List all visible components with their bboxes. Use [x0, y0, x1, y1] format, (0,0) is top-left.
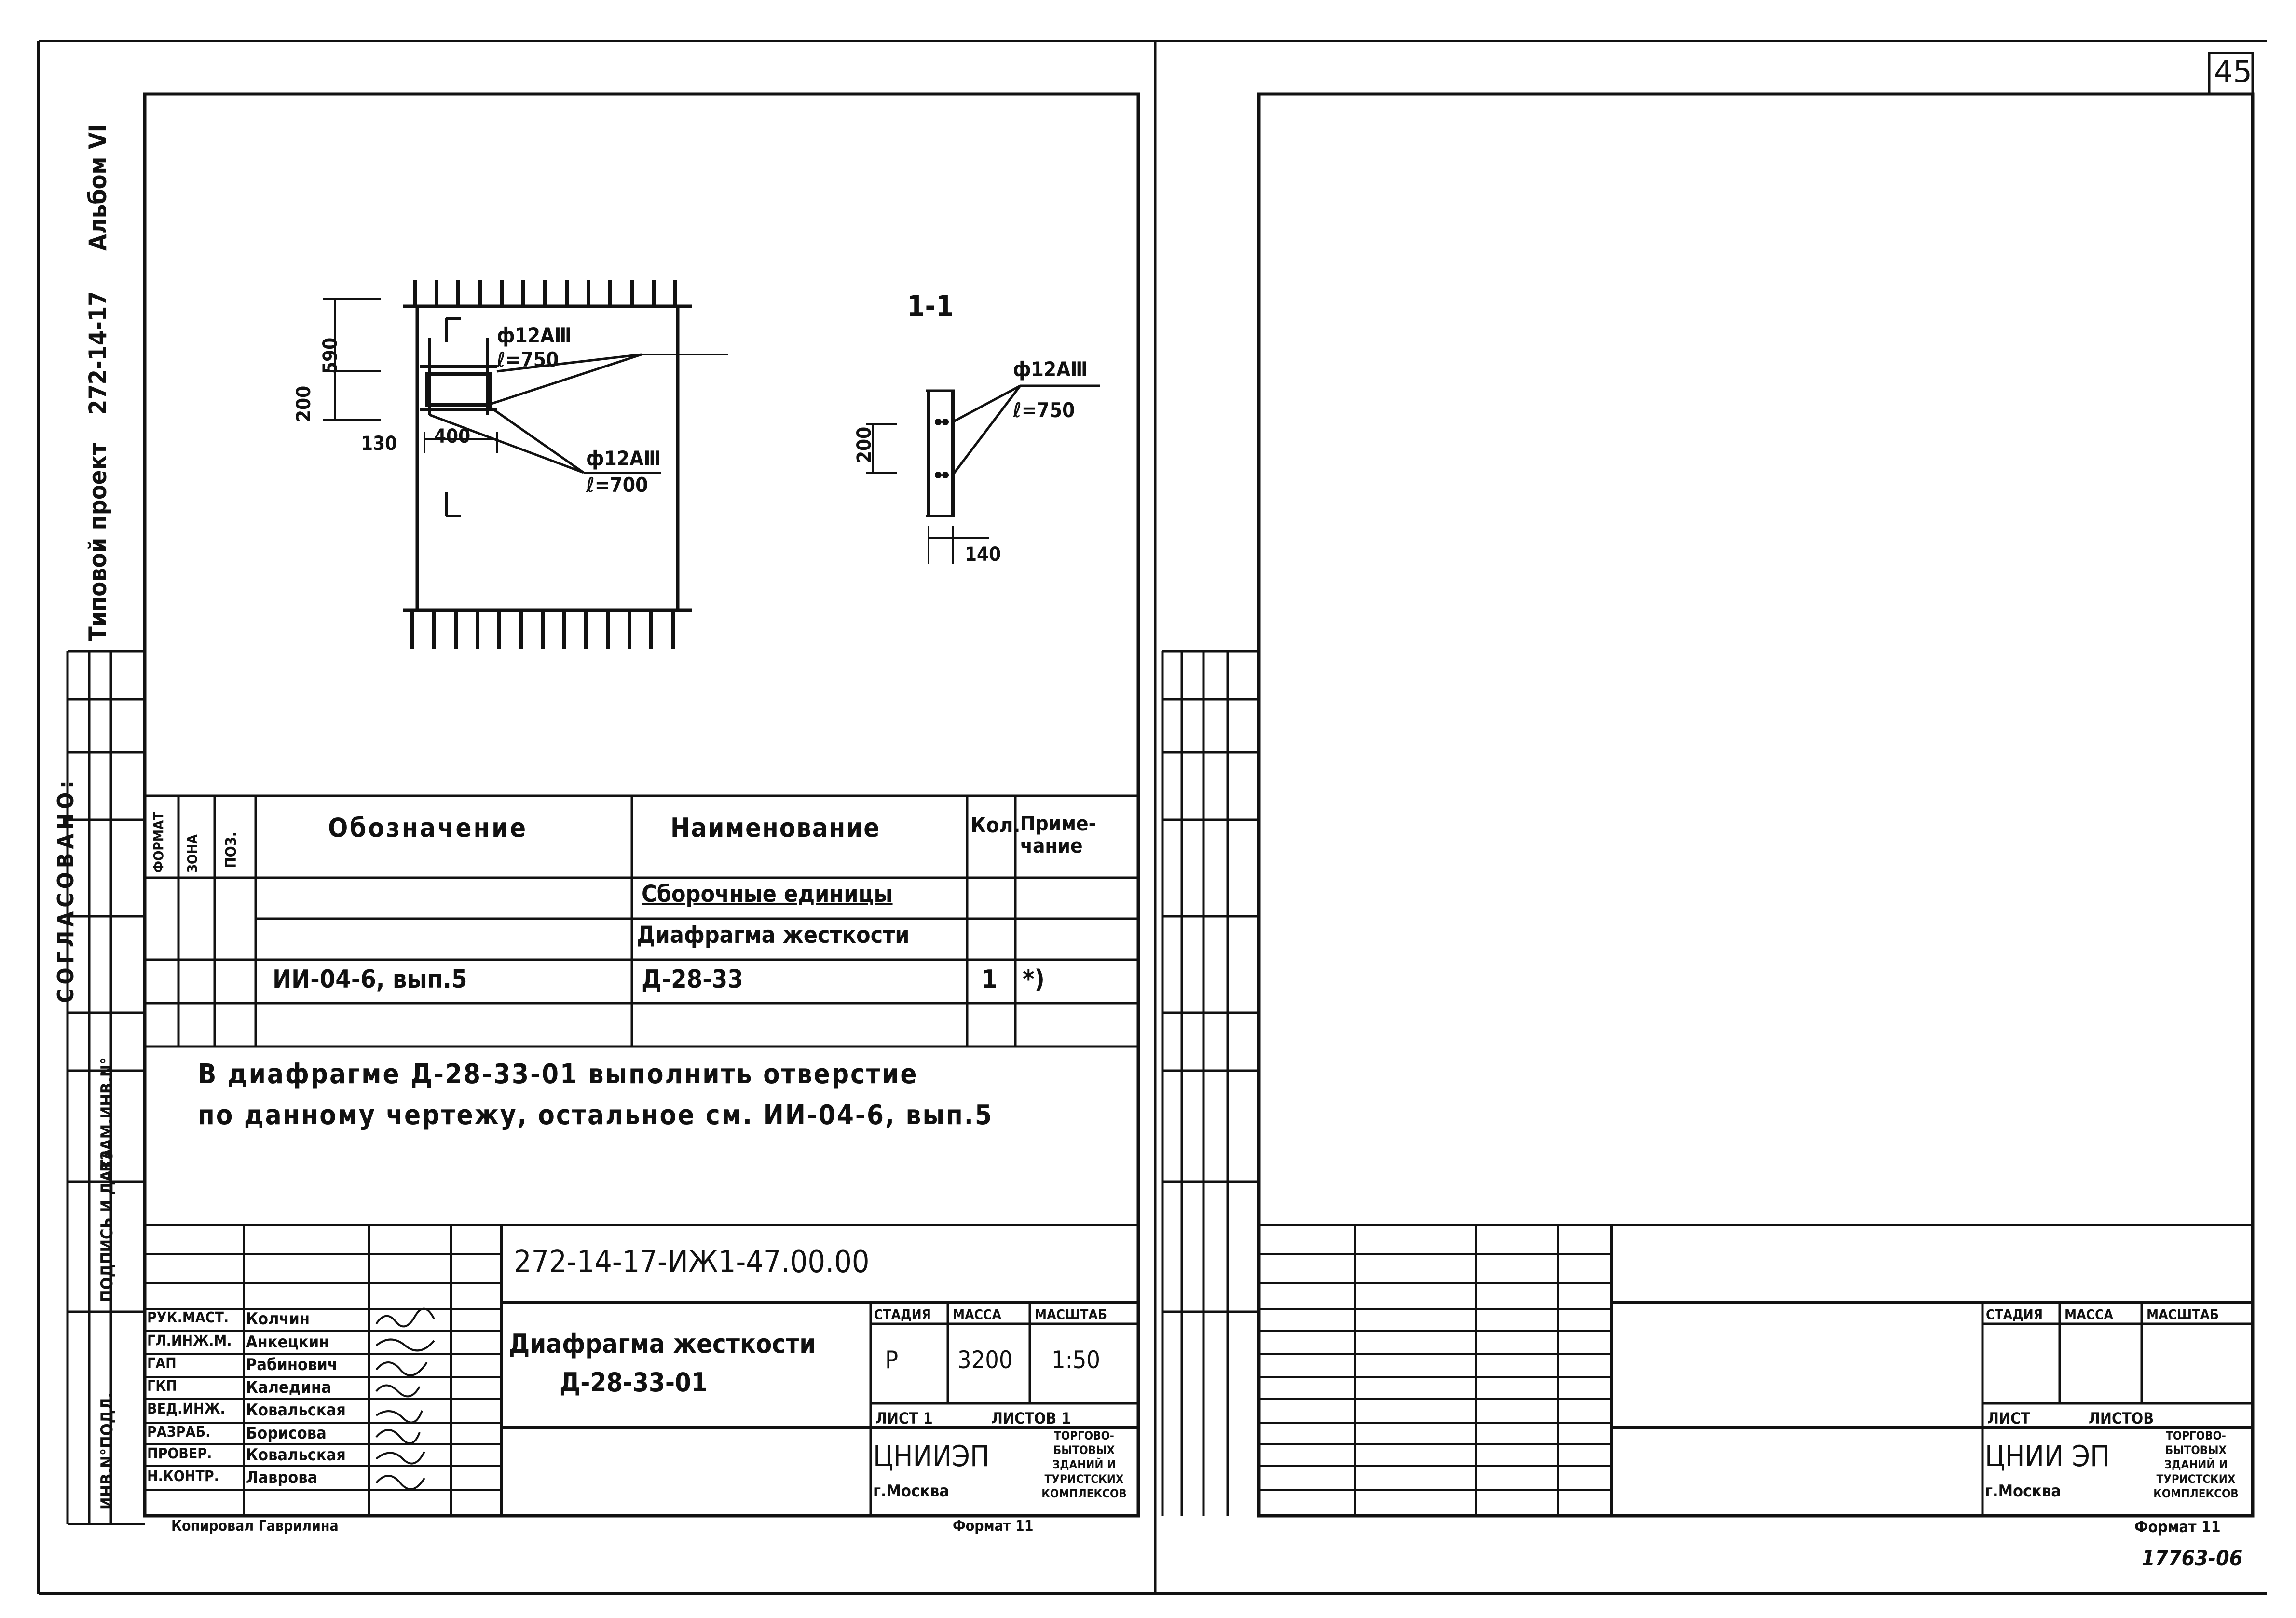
sheet-label: ЛИСТ 1 — [875, 1409, 933, 1428]
format-label: Формат 11 — [2134, 1518, 2221, 1536]
drawing-subtitle: Д-28-33-01 — [560, 1367, 708, 1398]
org-name: ЦНИИЭП — [873, 1440, 990, 1473]
header-designation: Обозначение — [328, 813, 528, 843]
format-label: Формат 11 — [953, 1518, 1034, 1535]
org-city: г.Москва — [873, 1482, 949, 1501]
role-label: РУК.МАСТ. — [147, 1309, 229, 1326]
scale-label: МАСШТАБ — [2146, 1306, 2219, 1322]
scale-label: МАСШТАБ — [1035, 1306, 1107, 1322]
section-1-1 — [866, 384, 1100, 564]
person-name: Ковальская — [246, 1400, 346, 1420]
org-city: г.Москва — [1985, 1482, 2061, 1501]
note-line-2: по данному чертежу, остальное см. ИИ-04-… — [198, 1100, 993, 1131]
bar2-length: ℓ=700 — [586, 473, 648, 497]
note-line-1: В диафрагме Д-28-33-01 выполнить отверст… — [198, 1059, 918, 1090]
right-title-block-lines — [1259, 1224, 2253, 1516]
mass-label: МАССА — [2064, 1306, 2114, 1322]
copied-by: Копировал Гаврилина — [171, 1518, 339, 1535]
role-label: ПРОВЕР. — [147, 1445, 212, 1462]
header-note: Приме-чание — [1020, 812, 1096, 858]
org-desc-line: ЗДАНИЙ И — [2164, 1458, 2228, 1471]
role-label: Н.КОНТР. — [147, 1468, 219, 1485]
role-label: ВЕД.ИНЖ. — [147, 1400, 225, 1417]
scale-value: 1:50 — [1052, 1346, 1101, 1374]
document-code: 272-14-17-ИЖ1-47.00.00 — [514, 1244, 870, 1280]
left-title-block-lines — [145, 1224, 1138, 1516]
person-name: Рабинович — [246, 1355, 338, 1374]
stage-label: СТАДИЯ — [874, 1306, 931, 1322]
role-label: ГЛ.ИНЖ.М. — [147, 1332, 232, 1349]
bar2-diameter: ф12АⅢ — [586, 447, 661, 470]
org-desc-line: ТУРИСТСКИХ — [2156, 1472, 2236, 1486]
person-name: Каледина — [246, 1378, 331, 1397]
org-name: ЦНИИ ЭП — [1985, 1440, 2110, 1473]
org-desc-line: ТОРГОВО- — [2166, 1429, 2226, 1442]
archive-number: 17763-06 — [2142, 1546, 2243, 1571]
page-number: 45 — [2214, 54, 2252, 89]
org-desc-line: ТОРГОВО- — [1054, 1429, 1114, 1442]
section-dim-140: 140 — [965, 544, 1001, 566]
org-desc-line: ЗДАНИЙ И — [1052, 1458, 1116, 1471]
stage-value: Р — [885, 1346, 899, 1374]
dim-130: 130 — [361, 433, 397, 455]
mass-label: МАССА — [953, 1306, 1002, 1322]
org-desc-line: ТУРИСТСКИХ — [1044, 1472, 1124, 1486]
sheet-label: ЛИСТ — [1987, 1409, 2030, 1428]
left-frame — [143, 92, 1140, 1518]
header-qty: Кол. — [970, 813, 1021, 838]
person-name: Ковальская — [246, 1445, 346, 1465]
org-desc-line: БЫТОВЫХ — [2165, 1443, 2227, 1457]
org-desc-line: КОМПЛЕКСОВ — [1041, 1487, 1127, 1500]
section-bar-diameter: ф12АⅢ — [1013, 357, 1088, 381]
section-bar-length: ℓ=750 — [1013, 398, 1075, 422]
person-name: Анкецкин — [246, 1332, 329, 1352]
dim-400: 400 — [434, 425, 471, 448]
right-frame — [1257, 92, 2255, 1518]
table-row-note: *) — [1023, 965, 1045, 994]
stage-label: СТАДИЯ — [1986, 1306, 2043, 1322]
page-number-box — [2208, 52, 2254, 95]
role-label: РАЗРАБ. — [147, 1424, 211, 1441]
person-name: Борисова — [246, 1424, 327, 1443]
role-label: ГКП — [147, 1378, 177, 1395]
table-row-name: Сборочные единицы — [642, 881, 893, 908]
drawing-title: Диафрагма жесткости — [509, 1329, 816, 1359]
table-row-name: Диафрагма жесткости — [637, 922, 910, 949]
sheets-label: ЛИСТОВ — [2089, 1409, 2154, 1428]
table-row-name: Д-28-33 — [642, 965, 743, 994]
spec-table-lines — [145, 794, 1138, 1048]
bar1-diameter: ф12АⅢ — [497, 324, 572, 347]
bar1-length: ℓ=750 — [497, 348, 559, 371]
table-row-designation: ИИ-04-6, вып.5 — [273, 965, 467, 994]
org-desc-line: КОМПЛЕКСОВ — [2153, 1487, 2239, 1500]
header-name: Наименование — [670, 813, 881, 843]
mass-value: 3200 — [957, 1346, 1013, 1374]
person-name: Лаврова — [246, 1468, 318, 1487]
org-desc-line: БЫТОВЫХ — [1053, 1443, 1115, 1457]
diaphragm-elevation — [323, 280, 728, 649]
person-name: Колчин — [246, 1309, 310, 1329]
role-label: ГАП — [147, 1355, 177, 1372]
sheets-label: ЛИСТОВ 1 — [991, 1409, 1071, 1428]
table-row-qty: 1 — [982, 965, 998, 994]
section-label: 1-1 — [907, 289, 954, 323]
